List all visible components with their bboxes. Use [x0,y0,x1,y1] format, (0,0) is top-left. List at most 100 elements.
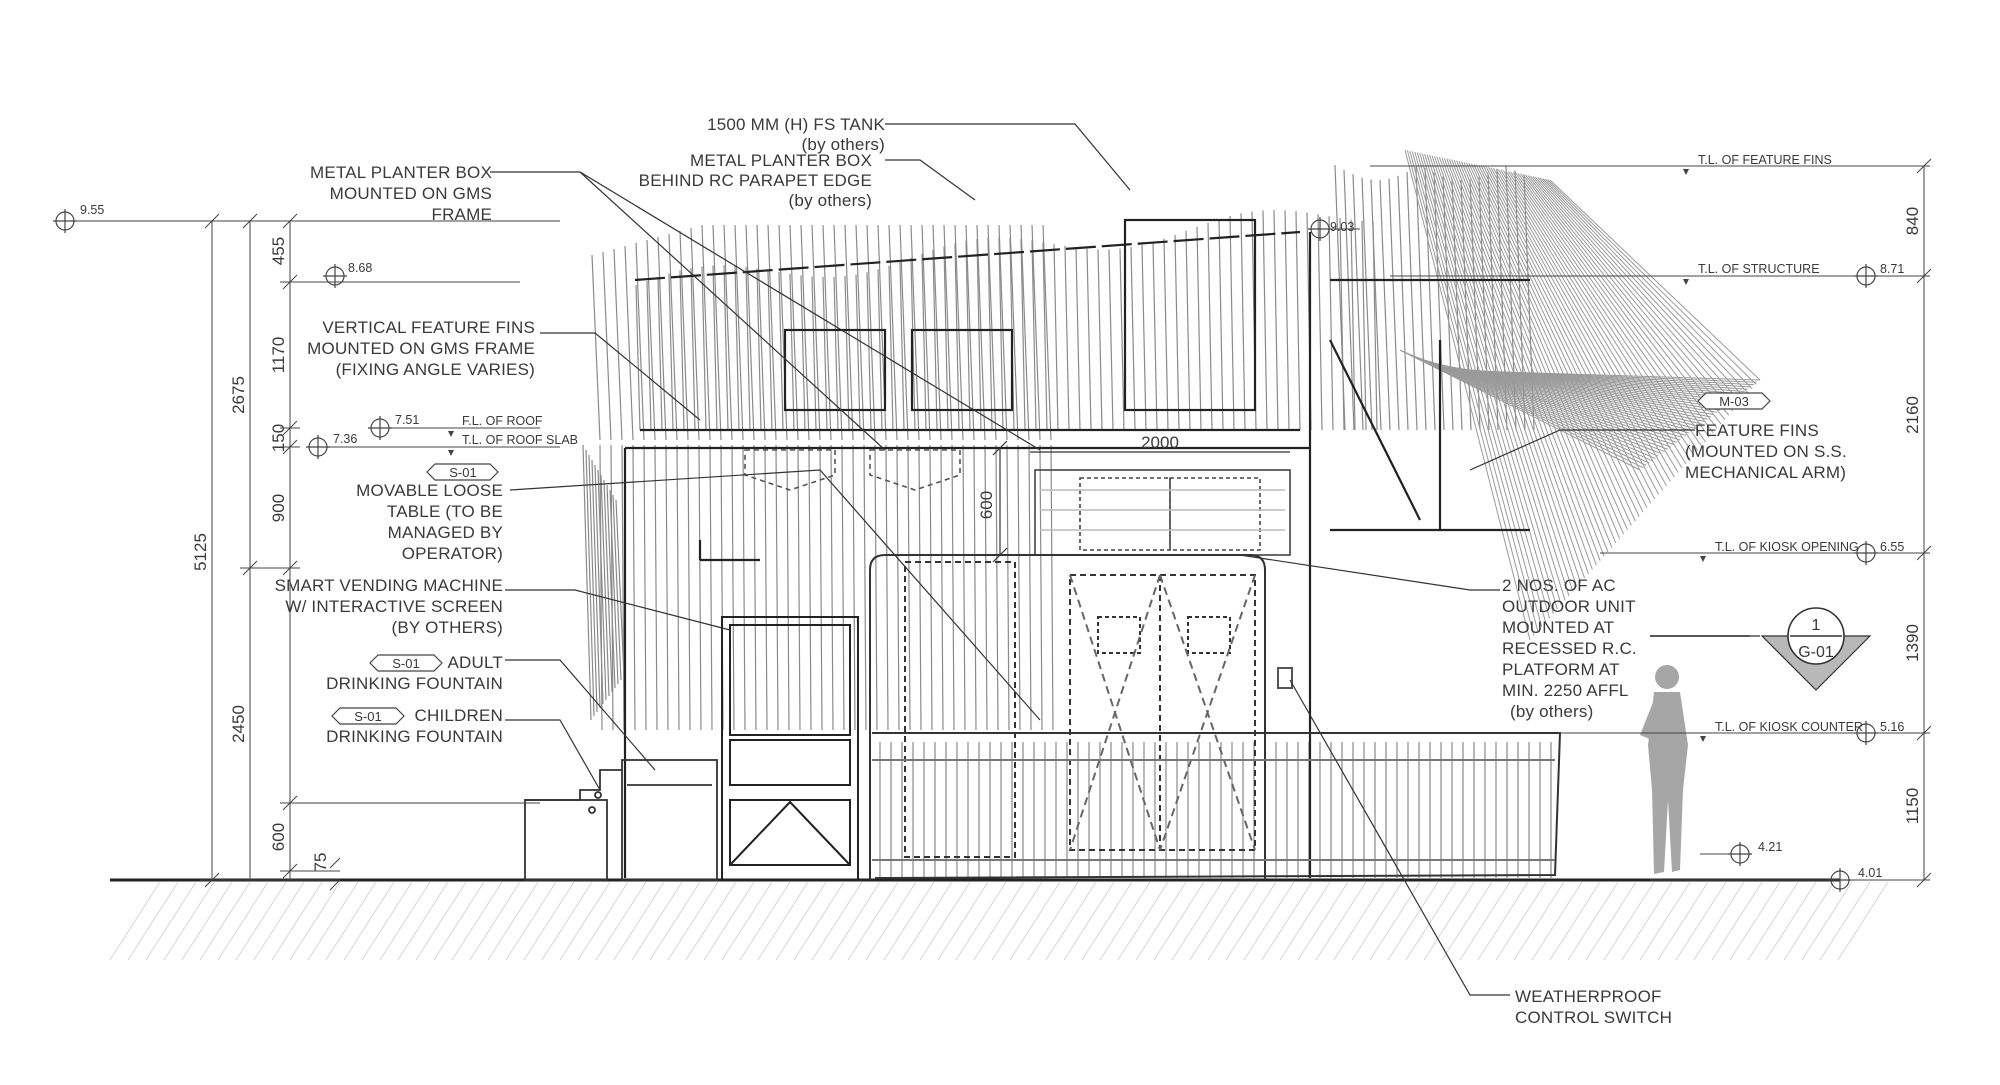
level-955: 9.55 [80,203,104,217]
hatch-line [127,881,179,961]
fin [833,224,843,441]
tag-s01-adult: S-01 [392,656,419,671]
hatch-line [739,881,791,961]
fin [767,270,773,431]
fin [797,444,801,731]
hatch-line [1459,881,1511,961]
fin [610,444,614,731]
fin [1525,174,1722,425]
hatch-line [1567,881,1619,961]
kiosk-opening [869,554,1293,880]
fin [756,224,766,441]
label-feature-fins-2: (MOUNTED ON S.S. [1685,442,1847,461]
level-tl-roof-slab: T.L. OF ROOF SLAB [462,433,578,447]
fin [1185,230,1191,431]
fin [1443,157,1593,570]
fin [723,265,729,431]
dim-1150: 1150 [1903,788,1922,825]
fin [1163,238,1169,431]
vertical-feature-fins-left [582,224,1054,731]
fin [855,274,861,431]
hatch-line [1369,881,1421,961]
fin [811,224,821,441]
hatch-line [667,881,719,961]
hatch-line [1279,881,1331,961]
hatch-line [433,881,485,961]
hatch-line [307,881,359,961]
fin [1458,160,1617,544]
fin [921,253,927,431]
left-dimension-lines [200,213,540,891]
hatch-line [1027,881,1079,961]
hatch-line [1801,881,1853,961]
fin [731,444,735,731]
fin [1448,158,1601,561]
hatch-line [1387,881,1439,961]
dim-150: 150 [269,424,288,452]
fin [745,224,755,441]
hatch-line [181,881,233,961]
hatch-line [775,881,827,961]
hatch-line [937,881,989,961]
fin [643,444,647,731]
label-ac-2: OUTDOOR UNIT [1502,597,1636,616]
label-table: MOVABLE LOOSE [356,481,503,500]
fin [1500,169,1683,469]
fin [1039,444,1043,731]
fin [753,444,757,731]
fin [657,277,663,431]
level-903: 9.03 [1330,220,1354,234]
label-feature-fins-3: MECHANICAL ARM) [1685,463,1846,482]
dim-2450: 2450 [229,705,248,743]
hatch-line [1297,881,1349,961]
fin [1050,444,1054,731]
fin [1463,162,1625,535]
fin [852,444,856,731]
hatch-line [1351,881,1403,961]
fin [600,474,610,697]
hatch-line [1729,881,1781,961]
fin [613,248,623,441]
fin [855,224,865,441]
fin [1453,159,1609,553]
fin [1240,213,1246,431]
fin [654,444,658,731]
fin [609,489,619,685]
fin [657,236,667,441]
hatch-line [1207,881,1259,961]
hatch-line [487,881,539,961]
hatch-line [1819,881,1871,961]
fin [888,265,894,431]
fin [1328,216,1334,431]
section-marker-number: 1 [1812,617,1821,634]
fin [1352,174,1364,431]
label-ac-6: MIN. 2250 AFFL [1502,681,1629,700]
fin [712,265,718,431]
fin [1456,160,1613,548]
fin [976,224,986,441]
hatch-line [1603,881,1655,961]
label-planter-rc-3: (by others) [789,191,872,210]
label-vending-2: W/ INTERACTIVE SCREEN [285,597,503,616]
fin [885,444,889,731]
hatch-line [1189,881,1241,961]
hatch-line [163,881,215,961]
hatch-line [1045,881,1097,961]
fin [615,499,625,677]
fin [932,224,942,441]
fin [1097,249,1103,431]
fin [1028,444,1032,731]
fin [1006,444,1010,731]
fin [597,469,607,701]
hatch-line [505,881,557,961]
fin [863,444,867,731]
fin [679,230,689,441]
fin [1388,178,1400,431]
fin [632,444,636,731]
fin [635,284,641,431]
fin [1549,179,1761,381]
fin [866,224,876,441]
fin [591,459,601,709]
hatch-line [1711,881,1763,961]
hatch-line [1333,881,1385,961]
